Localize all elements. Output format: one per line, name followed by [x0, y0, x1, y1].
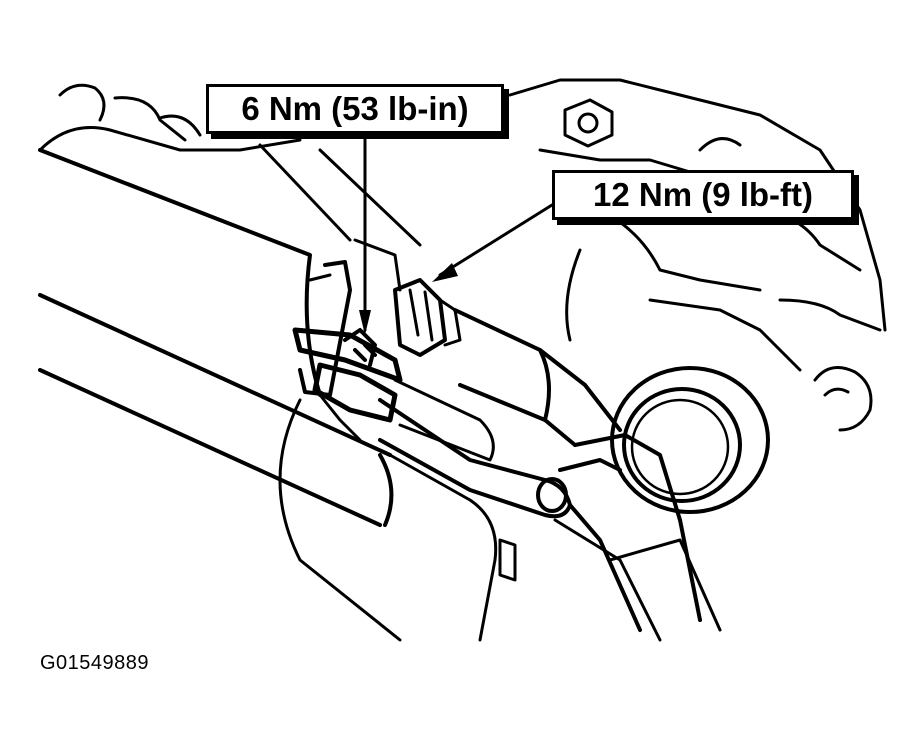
arrowhead-small-bolt — [359, 310, 371, 335]
port-bore — [610, 366, 770, 514]
torque-callout-small-bolt: 6 Nm (53 lb-in) — [206, 84, 504, 134]
mounting-flange — [298, 238, 402, 397]
sensor-tube — [378, 308, 702, 632]
leader-lines — [258, 134, 554, 335]
bracket — [292, 327, 403, 423]
cylinder-body — [38, 148, 722, 642]
torque-callout-large-nut: 12 Nm (9 lb-ft) — [552, 170, 854, 220]
arrowhead-large-nut — [432, 263, 458, 282]
hex-bolt-top — [563, 98, 614, 148]
hex-bolt-right — [813, 366, 873, 432]
figure-id-label: G01549889 — [40, 652, 150, 674]
housing-outline — [38, 78, 887, 372]
tube-nut-fitting — [393, 278, 462, 357]
